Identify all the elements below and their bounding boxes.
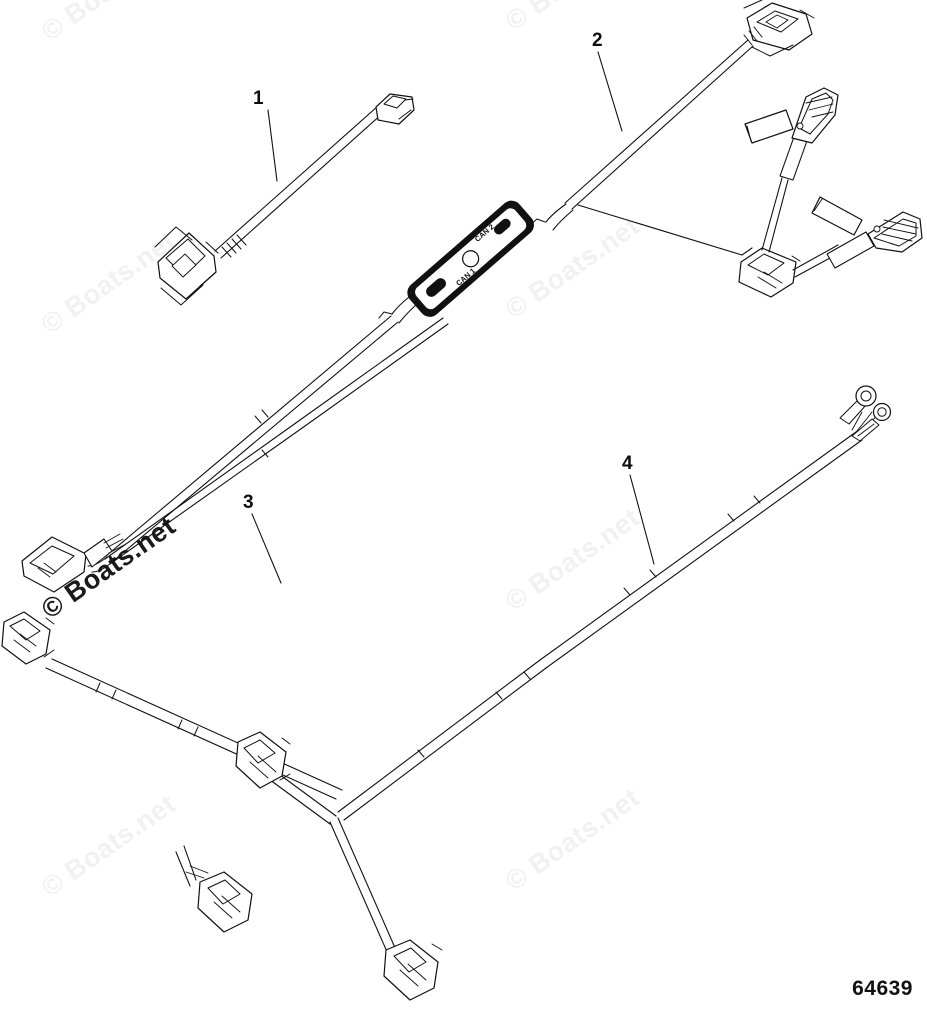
part-1-assembly	[154, 93, 415, 306]
part-4-assembly	[235, 385, 892, 1001]
callout-4: 4	[622, 453, 633, 474]
diagram-number: 64639	[852, 977, 913, 1000]
callout-2: 2	[592, 30, 603, 51]
part-3-assembly	[1, 317, 449, 933]
callout-1: 1	[253, 88, 264, 109]
callout-3: 3	[243, 492, 254, 513]
part-2-assembly: CAN 2 CAN 1	[87, 0, 923, 573]
